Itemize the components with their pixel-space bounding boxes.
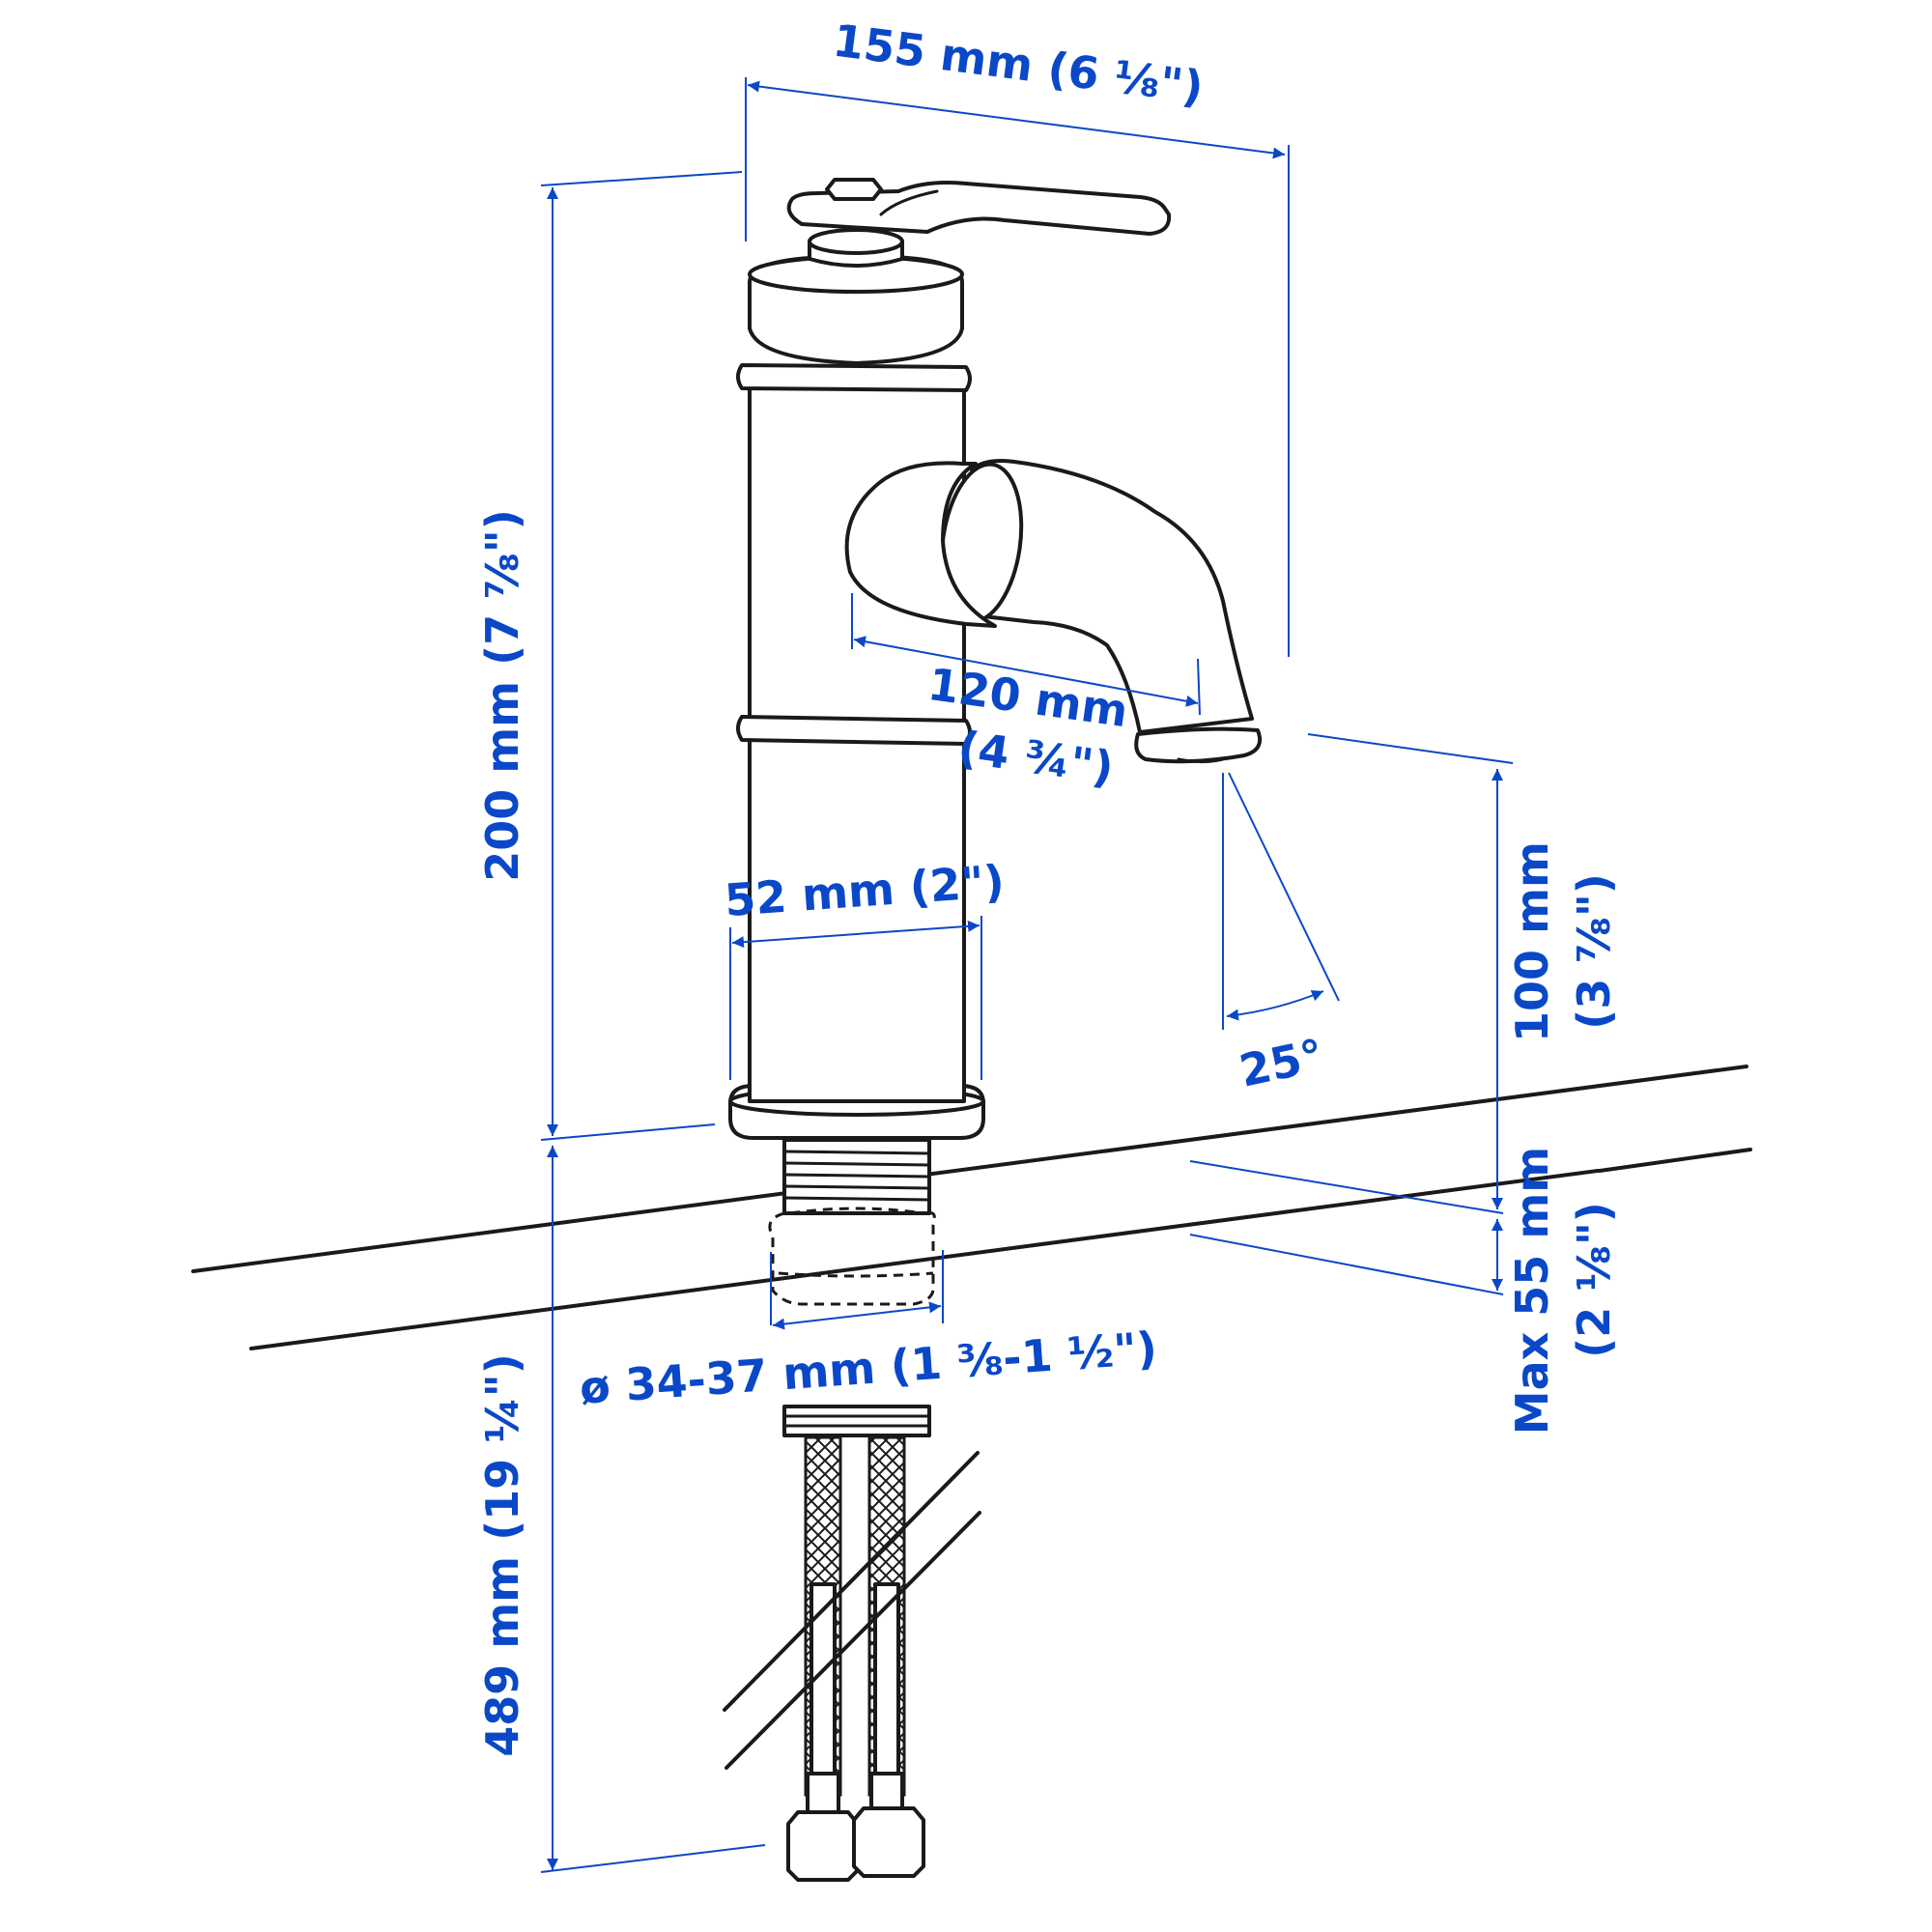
dim-hole-diameter — [772, 1301, 942, 1330]
label-hose-length: 489 mm (19 ¼") — [476, 1353, 528, 1757]
ext-counter-top — [1189, 1160, 1504, 1214]
braided-hose-icon — [723, 1435, 981, 1882]
dim-base-diameter — [731, 920, 980, 949]
hose-right-pipe — [873, 1582, 900, 1808]
ext-hose-bottom — [540, 1844, 766, 1873]
dimension-labels: 155 mm (6 ⅛") 120 mm (4 ¾") 200 mm (7 ⅞"… — [476, 14, 1620, 1757]
lever-handle — [786, 181, 1172, 236]
spout-aerator — [1134, 726, 1263, 764]
label-spout-height-mm: 100 mm — [1506, 841, 1558, 1042]
thread-lower — [782, 1405, 931, 1437]
dimension-lines — [540, 77, 1514, 1873]
countertop-top-edge — [191, 1065, 1748, 1273]
countertop-icon — [191, 1065, 1752, 1350]
ring-bottom — [736, 715, 972, 746]
angle-arc — [1226, 990, 1324, 1021]
hose-left-collar — [806, 1772, 840, 1818]
ext-spout-height-top — [1307, 733, 1514, 764]
spout-collar — [844, 461, 997, 628]
label-spray-angle: 25° — [1236, 1029, 1328, 1097]
label-body-height: 200 mm (7 ⅞") — [476, 509, 528, 882]
thread-hidden — [768, 1211, 936, 1306]
hose-right-nut — [852, 1806, 925, 1878]
label-max-thickness-in: (2 ⅛") — [1568, 1202, 1620, 1358]
ext-height-top — [540, 171, 743, 186]
countertop-bottom-edge-right — [1598, 1148, 1752, 1173]
ext-reach-right — [1197, 658, 1201, 716]
handle-bolt — [825, 178, 883, 201]
threaded-tail — [768, 1138, 936, 1437]
label-hole-diameter: ø 34-37 mm (1 ⅜-1 ½") — [578, 1321, 1158, 1414]
ring-top — [736, 363, 972, 392]
label-spout-height-in: (3 ⅞") — [1568, 873, 1620, 1030]
ext-counter-bottom — [1189, 1234, 1504, 1295]
thread-hidden-mid — [778, 1271, 934, 1278]
break-line-lower — [724, 1511, 981, 1770]
dim-overall-width — [747, 80, 1286, 159]
dim-spout-reach — [853, 636, 1199, 707]
label-max-thickness-mm: Max 55 mm — [1506, 1147, 1558, 1435]
aerator-mesh — [1177, 755, 1231, 764]
angle-jet — [1228, 772, 1340, 1002]
countertop-bottom-edge — [249, 1169, 1600, 1350]
handle-stem-top — [808, 228, 904, 255]
lever-edge — [879, 189, 939, 216]
label-overall-width: 155 mm (6 ⅛") — [830, 14, 1206, 114]
ext-height-bottom — [540, 1123, 716, 1141]
thread-hidden-top — [789, 1207, 924, 1215]
hose-left-nut — [786, 1810, 860, 1882]
break-line-upper — [723, 1451, 980, 1712]
faucet-icon — [728, 178, 1263, 1140]
